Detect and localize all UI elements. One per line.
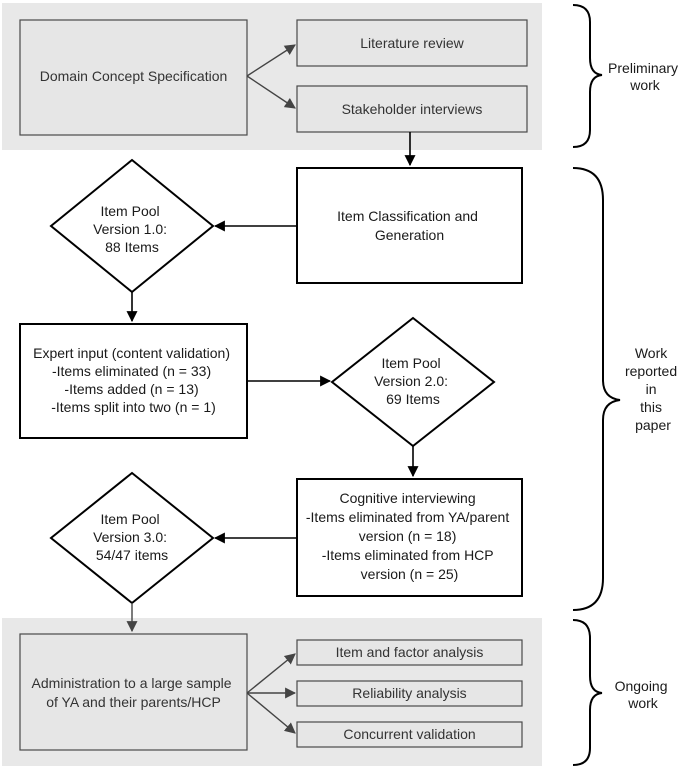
reliability-analysis-box bbox=[296, 680, 523, 707]
arrow-to-factor-analysis bbox=[246, 653, 296, 694]
classification-label: Item Classification and Generation bbox=[337, 208, 482, 243]
item-pool-v1-label: Item Pool Version 1.0: 88 Items bbox=[93, 203, 171, 255]
stakeholder-interviews-label: Stakeholder interviews bbox=[342, 101, 483, 117]
classification-box bbox=[296, 167, 523, 284]
stakeholder-interviews-box bbox=[296, 85, 528, 133]
arrow-to-literature bbox=[246, 44, 296, 77]
expert-input-box bbox=[19, 323, 248, 439]
literature-review-box bbox=[296, 19, 528, 67]
ongoing-work-label: Ongoing work bbox=[615, 678, 672, 711]
concurrent-validation-box bbox=[296, 721, 523, 748]
administration-label: Administration to a large sample of YA a… bbox=[32, 675, 236, 710]
cognitive-interviewing-box bbox=[296, 478, 523, 597]
work-reported-label: Work reported in this paper bbox=[625, 345, 681, 433]
item-pool-v2-label: Item Pool Version 2.0: 69 Items bbox=[374, 355, 452, 407]
factor-analysis-label: Item and factor analysis bbox=[336, 644, 484, 660]
reliability-analysis-label: Reliability analysis bbox=[352, 685, 466, 701]
domain-concept-box bbox=[19, 19, 248, 136]
concurrent-validation-label: Concurrent validation bbox=[343, 726, 475, 742]
literature-review-label: Literature review bbox=[360, 35, 464, 51]
work-reported-brace bbox=[572, 167, 621, 611]
arrow-to-stakeholder bbox=[246, 75, 296, 109]
administration-box bbox=[19, 633, 248, 751]
item-pool-v3-label: Item Pool Version 3.0: 54/47 items bbox=[93, 511, 171, 563]
preliminary-work-label: Preliminary work bbox=[608, 60, 682, 93]
arrow-to-concurrent-validation bbox=[246, 692, 296, 734]
cognitive-interviewing-label: Cognitive interviewing -Items eliminated… bbox=[306, 490, 513, 582]
preliminary-brace bbox=[572, 4, 603, 148]
domain-concept-label: Domain Concept Specification bbox=[40, 68, 228, 84]
ongoing-brace bbox=[572, 619, 603, 766]
expert-input-label: Expert input (content validation) -Items… bbox=[33, 345, 234, 415]
factor-analysis-box bbox=[296, 639, 523, 666]
